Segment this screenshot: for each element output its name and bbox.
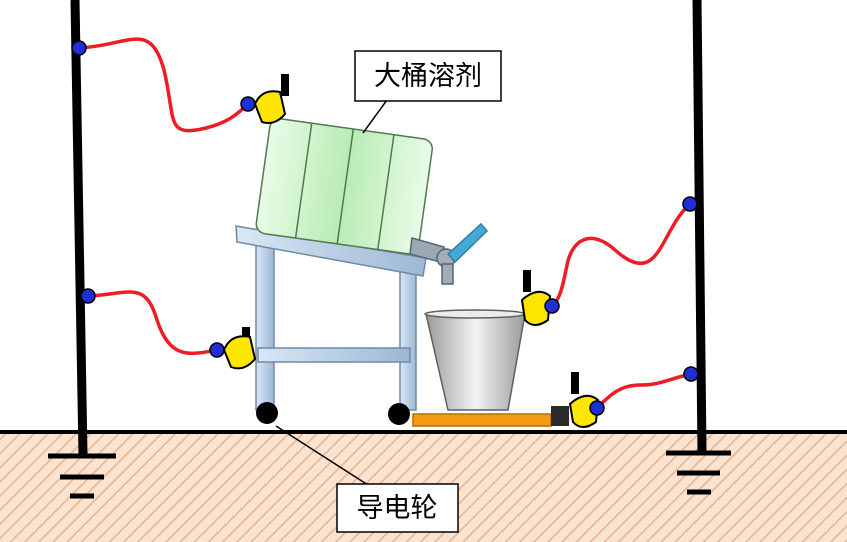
left-grounding-symbol	[48, 453, 116, 499]
grounding-clamp	[253, 74, 289, 124]
callout-conductive-wheel: 导电轮	[275, 425, 459, 533]
right-pole	[692, 0, 707, 453]
hand-cart	[235, 225, 427, 425]
left-pole	[70, 0, 88, 456]
callout-drum-solvent: 大桶溶剂	[354, 50, 502, 134]
grounding-clamp	[222, 327, 257, 370]
base-plate	[412, 406, 569, 427]
grounding-clamp	[568, 372, 600, 428]
ground-wires	[79, 37, 692, 410]
drum	[255, 117, 433, 255]
conductive-wheel-label: 导电轮	[357, 493, 438, 524]
grounding-clamp	[520, 270, 552, 326]
valve	[409, 222, 489, 285]
drum-solvent-label: 大桶溶剂	[374, 61, 482, 92]
right-grounding-symbol	[666, 450, 731, 495]
bucket	[424, 309, 526, 411]
connection-nodes	[71, 40, 699, 416]
conductive-wheel	[256, 402, 278, 424]
